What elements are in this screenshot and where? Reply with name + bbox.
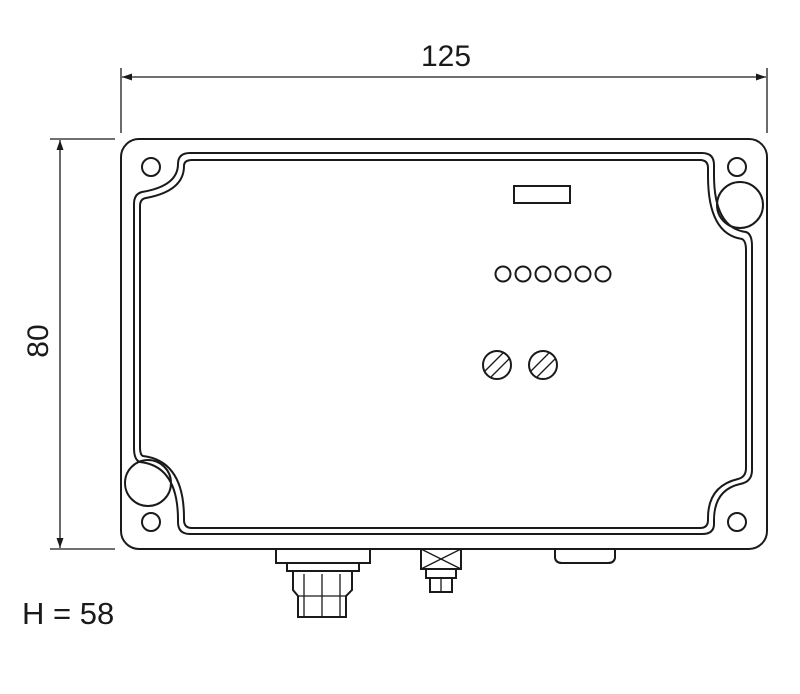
width-label: 125	[421, 40, 471, 73]
mounting-boss-top-right	[716, 181, 764, 229]
blind-plug	[554, 549, 616, 564]
cable-gland	[275, 548, 371, 618]
lid-outer-contour	[133, 152, 753, 535]
screw-icon	[482, 350, 512, 380]
corner-hole-bottom-left	[141, 512, 161, 532]
height-label: 80	[22, 324, 55, 357]
led-indicator	[574, 265, 592, 283]
led-row	[494, 265, 612, 283]
housing-outline	[120, 138, 768, 550]
led-indicator	[494, 265, 512, 283]
corner-hole-top-right	[727, 157, 747, 177]
label-window	[513, 185, 571, 204]
corner-hole-bottom-right	[727, 512, 747, 532]
led-indicator	[594, 265, 612, 283]
screw-terminals	[482, 350, 558, 380]
pressure-compensation-valve	[420, 548, 462, 593]
height-dimension: 80	[22, 138, 115, 550]
depth-label: H = 58	[22, 596, 115, 631]
led-indicator	[534, 265, 552, 283]
width-dimension: 125	[120, 40, 768, 133]
lid-inner-contour	[139, 159, 747, 529]
corner-hole-top-left	[141, 157, 161, 177]
mounting-boss-bottom-left	[124, 459, 172, 507]
led-indicator	[514, 265, 532, 283]
screw-icon	[528, 350, 558, 380]
led-indicator	[554, 265, 572, 283]
